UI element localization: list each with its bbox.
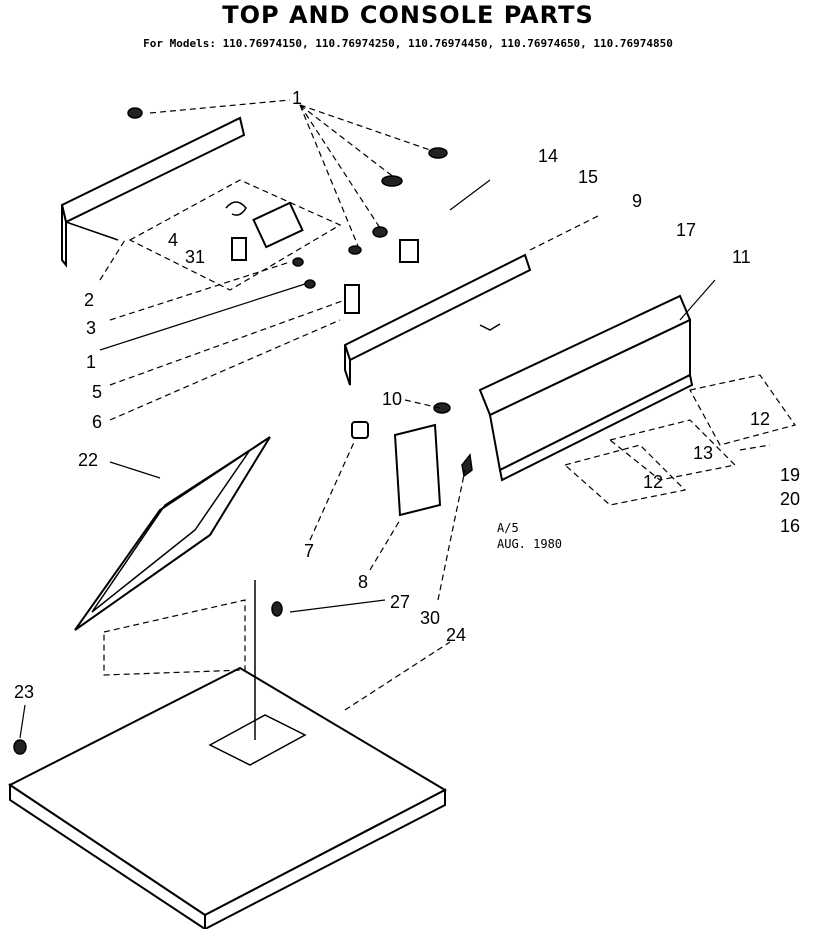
callout-6: 6 (92, 412, 102, 432)
revision-note: A/5 AUG. 1980 (497, 521, 562, 551)
control-knobs-group (563, 374, 796, 506)
callout-12-upper: 12 (750, 409, 770, 429)
callout-4: 4 (168, 230, 178, 250)
leader-lines (19, 99, 771, 739)
callout-10: 10 (382, 389, 402, 409)
callout-8: 8 (358, 572, 368, 592)
callout-5: 5 (92, 382, 102, 402)
callout-17: 17 (676, 220, 696, 240)
rear-panel-part (60, 116, 246, 268)
revision-date: AUG. 1980 (497, 537, 562, 551)
callout-3: 3 (86, 318, 96, 338)
console-part (478, 294, 694, 482)
callout-16: 16 (780, 516, 800, 536)
callout-9: 9 (632, 191, 642, 211)
callout-22: 22 (78, 450, 98, 470)
callout-13: 13 (693, 443, 713, 463)
callout-1-top: 1 (292, 88, 302, 108)
callout-1-left: 1 (86, 352, 96, 372)
callout-11: 11 (732, 247, 751, 267)
callout-31: 31 (185, 247, 205, 267)
callout-14: 14 (538, 146, 558, 166)
callout-7: 7 (304, 541, 314, 561)
callout-15: 15 (578, 167, 598, 187)
callout-12-lower: 12 (643, 472, 663, 492)
model-list: For Models: 110.76974150, 110.76974250, … (143, 37, 673, 50)
mounting-plate-part (128, 179, 342, 291)
callout-20: 20 (780, 489, 800, 509)
callout-24: 24 (446, 625, 466, 645)
callout-23: 23 (14, 682, 34, 702)
control-bracket-part (343, 239, 532, 386)
diagram-title: TOP AND CONSOLE PARTS (222, 1, 594, 29)
callout-27: 27 (390, 592, 410, 612)
lint-door-part (74, 436, 271, 631)
revision-code: A/5 (497, 521, 519, 535)
screws-group (13, 107, 451, 755)
top-panel-part (8, 580, 448, 929)
callout-2: 2 (84, 290, 94, 310)
callout-labels: 1 2 3 4 31 1 5 6 14 15 9 17 11 10 12 13 … (14, 88, 800, 702)
switch-housing-part (351, 421, 473, 517)
callout-19: 19 (780, 465, 800, 485)
callout-30: 30 (420, 608, 440, 628)
